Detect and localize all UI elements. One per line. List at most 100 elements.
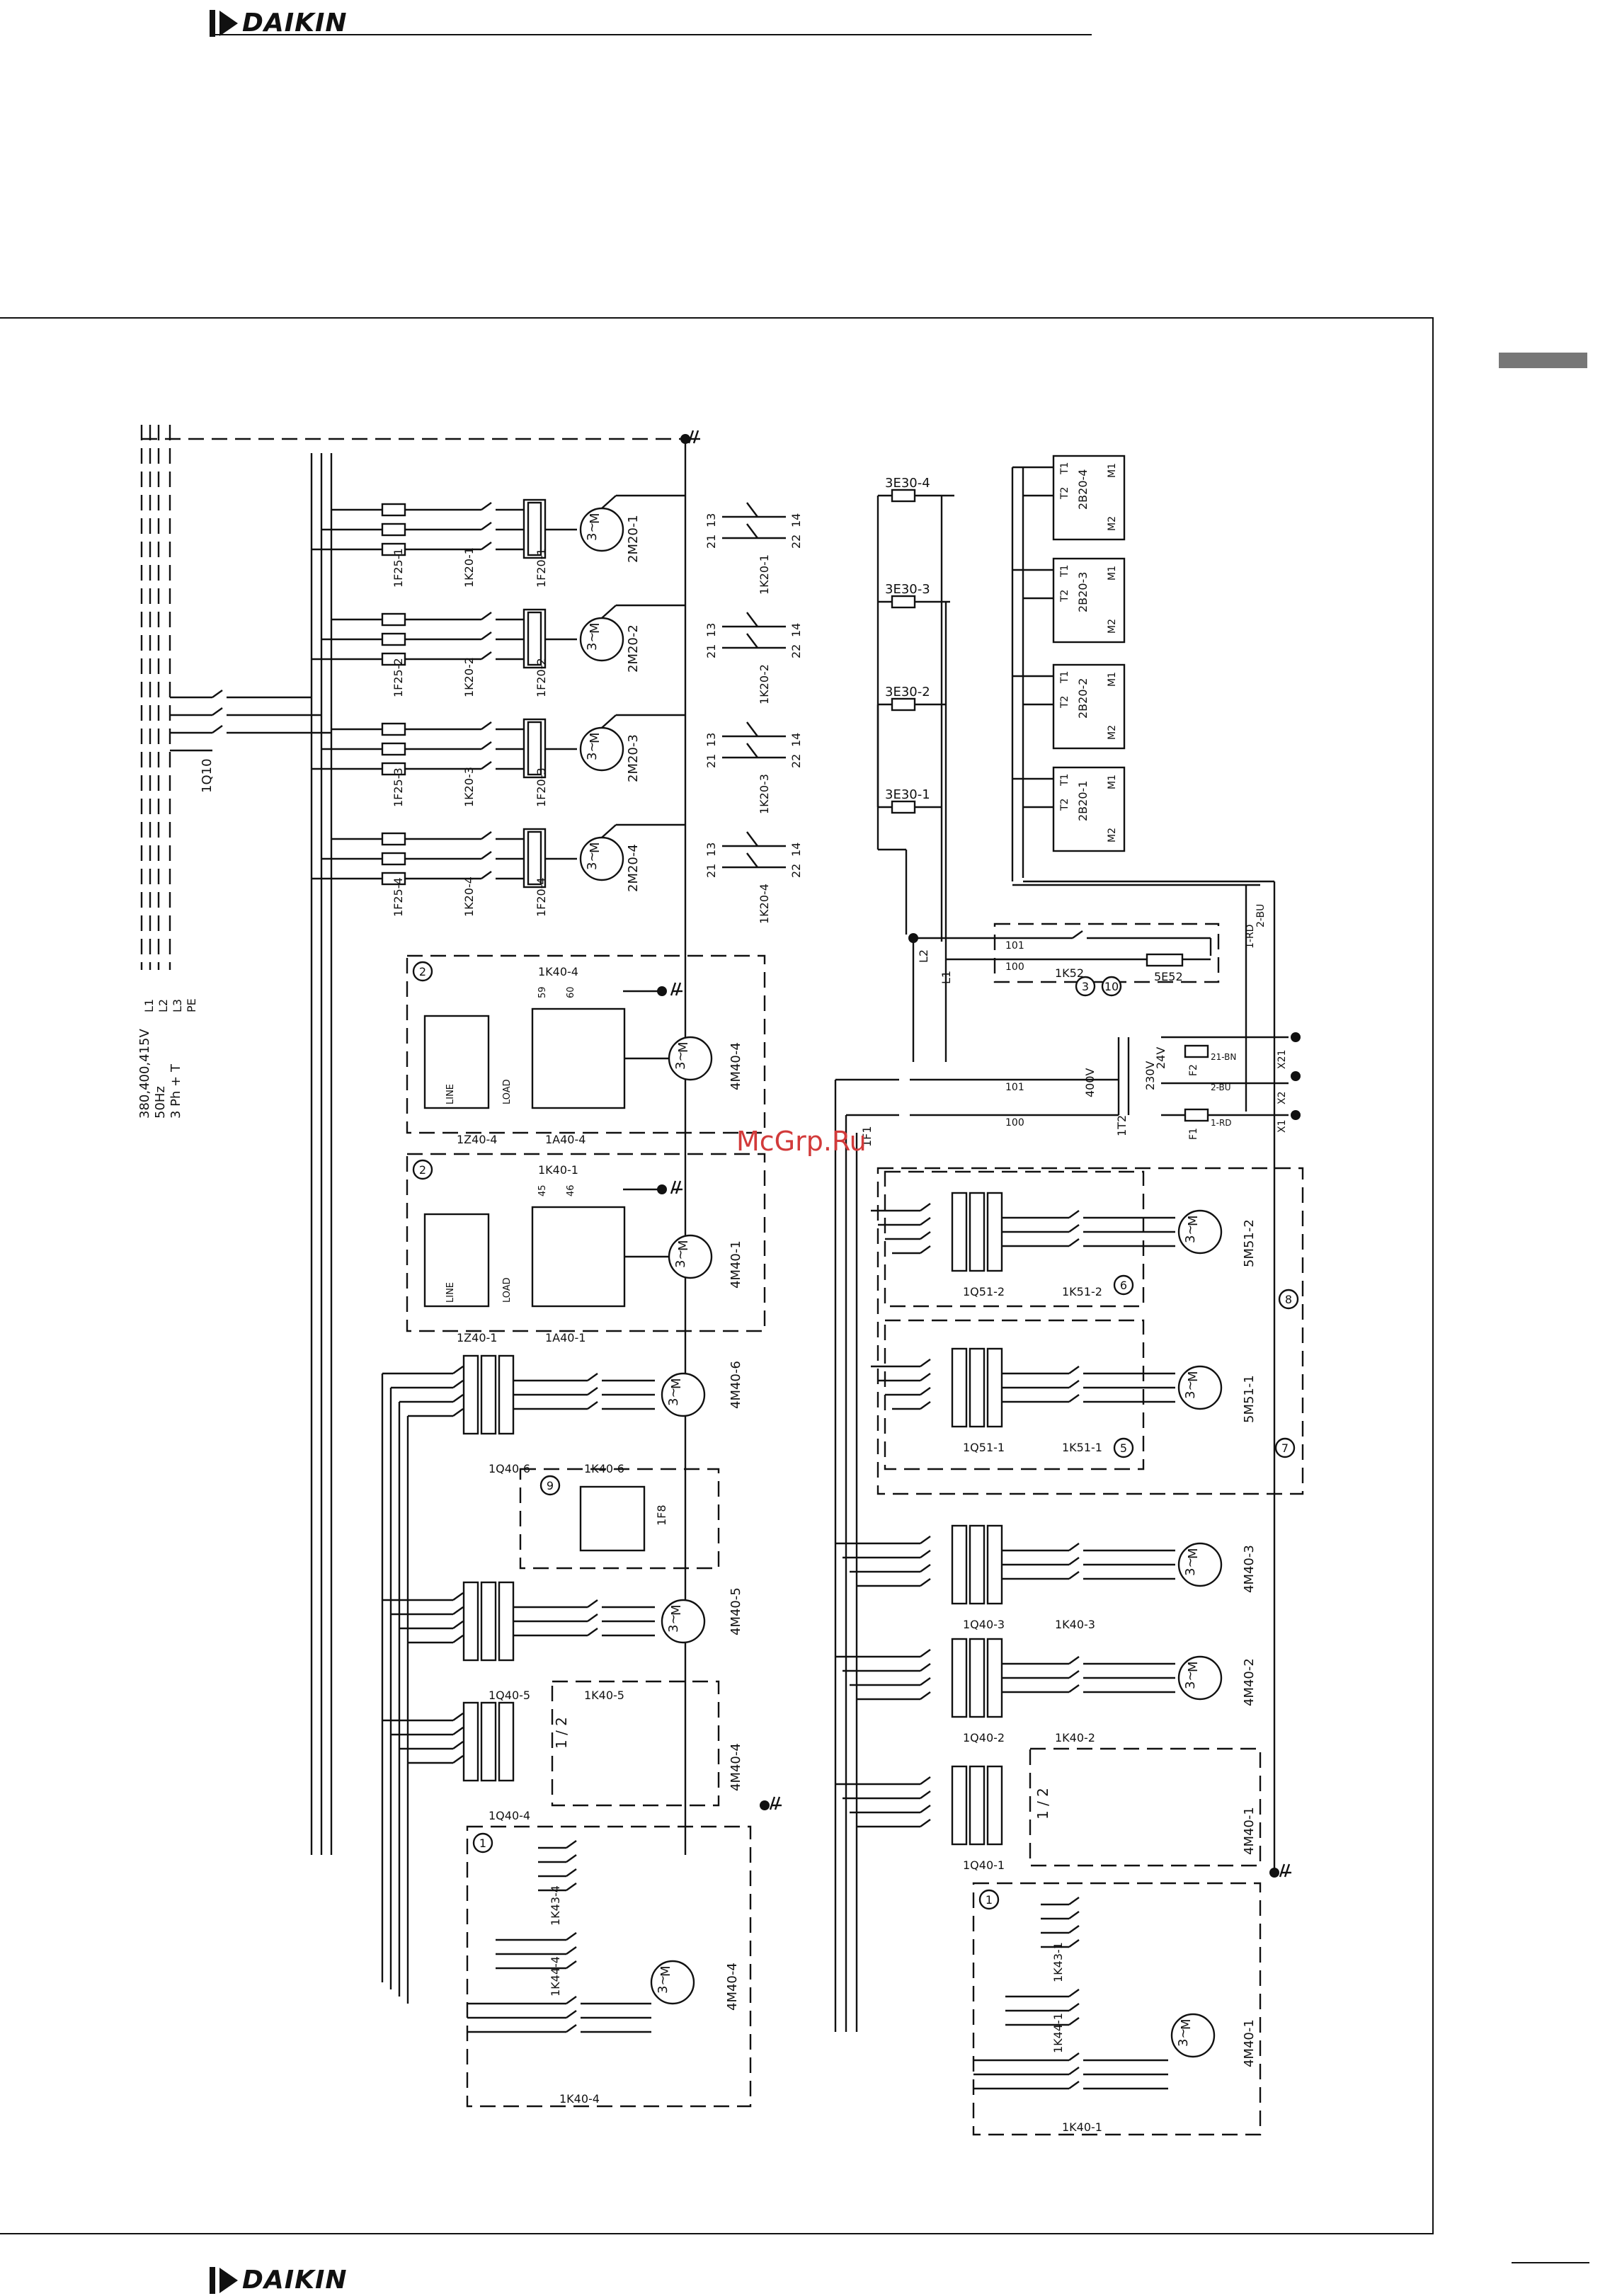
contact-symbol: [566, 1854, 577, 1863]
badge-circle: [412, 1159, 433, 1180]
label: 1K43-1: [1051, 1942, 1065, 1982]
fuse-symbol: [381, 872, 406, 886]
badge-label: 2: [419, 1163, 426, 1177]
contact-symbol: [212, 725, 223, 733]
fuse-label: 1F25-1: [392, 548, 405, 588]
motor-label: 4M40-1: [729, 1240, 743, 1289]
contact-symbol: [920, 1359, 931, 1367]
contactor-label: 1K40-5: [584, 1689, 624, 1702]
contact-symbol: [481, 542, 492, 550]
contactor-label: 1K20-2: [462, 657, 476, 697]
label: 13: [704, 623, 718, 637]
label: X1: [1276, 1120, 1288, 1133]
breaker-block: [986, 1524, 1003, 1605]
contact-symbol: [920, 1564, 931, 1572]
label: T1: [1059, 774, 1070, 787]
contact-symbol: [920, 1245, 931, 1254]
drive-label: 1A40-1: [545, 1331, 586, 1344]
label: M1: [1107, 566, 1118, 581]
pump-dash: [884, 1170, 1145, 1308]
overload-inner: [527, 721, 542, 776]
motor-label: 2M20-1: [626, 515, 641, 563]
contact-symbol: [481, 632, 492, 640]
wire: [746, 721, 758, 737]
supply-line-label: PE: [185, 998, 198, 1012]
breaker-block: [498, 1354, 515, 1435]
breaker-block: [462, 1701, 479, 1782]
label: 22: [789, 644, 803, 658]
fuse-symbol: [381, 542, 406, 556]
motor-phase: 3~: [666, 1614, 681, 1633]
contact-symbol: [920, 1790, 931, 1799]
contact-symbol: [566, 1883, 577, 1891]
motor-phase: 3~: [656, 1975, 670, 1994]
label: T2: [1059, 799, 1070, 811]
contact-symbol: [920, 1819, 931, 1827]
logo-bar: [210, 2266, 215, 2294]
heater-label: 3E30-3: [885, 582, 930, 597]
contact-symbol: [587, 1401, 598, 1410]
sensor-label: 2B20-3: [1076, 572, 1090, 612]
label: 21: [704, 644, 718, 658]
breaker-label: 1Q40-1: [963, 1858, 1005, 1872]
contact-symbol: [920, 1691, 931, 1700]
fuse-symbol: [381, 852, 406, 866]
fuse-symbol: [891, 697, 916, 712]
overload-label: 1F20-3: [535, 767, 548, 807]
motor-letter: M: [588, 842, 602, 853]
motor-symbol: [579, 617, 624, 662]
supply-voltage: 380,400,415V: [137, 1028, 152, 1119]
contact-symbol: [1068, 1571, 1080, 1580]
contact-symbol: [920, 1663, 931, 1672]
breaker-block: [969, 1192, 986, 1272]
fuse-option-label: 1F8: [655, 1504, 668, 1526]
contact-symbol: [1068, 2003, 1080, 2011]
contactor-label: 1K20-4: [462, 876, 476, 917]
fuse-symbol: [891, 489, 916, 503]
contact-symbol: [920, 1776, 931, 1785]
wire: [746, 852, 758, 868]
contact-symbol: [481, 741, 492, 750]
label: 400V: [1083, 1068, 1097, 1097]
motor-symbol: [668, 1234, 713, 1279]
breaker-block: [480, 1354, 497, 1435]
contact-symbol: [587, 1387, 598, 1395]
badge-circle: [1113, 1437, 1134, 1458]
wire: [601, 605, 617, 619]
drive-label: 1A40-4: [545, 1133, 586, 1146]
sensor-label: 2B20-2: [1076, 678, 1090, 719]
stardelta-dash: [972, 1882, 1262, 2136]
breaker-block: [462, 1354, 479, 1435]
fuse-symbol: [381, 722, 406, 736]
motor-label: 4M40-4: [729, 1743, 743, 1791]
filter-box: [423, 1213, 490, 1308]
contact-symbol: [920, 1401, 931, 1410]
option-label: 1 / 2: [553, 1717, 570, 1749]
contact-symbol: [920, 1578, 931, 1587]
contact-symbol: [566, 2010, 577, 2018]
earth-symbol: [1284, 1863, 1291, 1878]
contact-symbol: [452, 1755, 464, 1764]
motor-label: 4M40-6: [729, 1361, 743, 1409]
motor-label: 4M40-5: [729, 1587, 743, 1635]
label: M1: [1107, 463, 1118, 478]
breaker-label: 1Q40-5: [489, 1689, 530, 1702]
motor-letter: M: [588, 732, 602, 743]
pump-outer-dash: [876, 1167, 1304, 1495]
overload-label: 1F20-4: [535, 877, 548, 917]
junction-dot: [1291, 1071, 1301, 1081]
option-dash: [551, 1680, 720, 1807]
fuse-label: 1F25-2: [392, 658, 405, 697]
contact-symbol: [566, 1996, 577, 2004]
contact-symbol: [1068, 1238, 1080, 1247]
overload-inner: [527, 611, 542, 666]
motor-phase: 3~: [1183, 1224, 1198, 1243]
label: 22: [789, 535, 803, 549]
label: T2: [1059, 487, 1070, 500]
breaker-label: 1Q51-1: [963, 1441, 1005, 1454]
contact-symbol: [587, 1599, 598, 1608]
sensor-box: [1052, 455, 1126, 541]
junction-dot: [657, 986, 667, 996]
contact-symbol: [566, 1960, 577, 1969]
